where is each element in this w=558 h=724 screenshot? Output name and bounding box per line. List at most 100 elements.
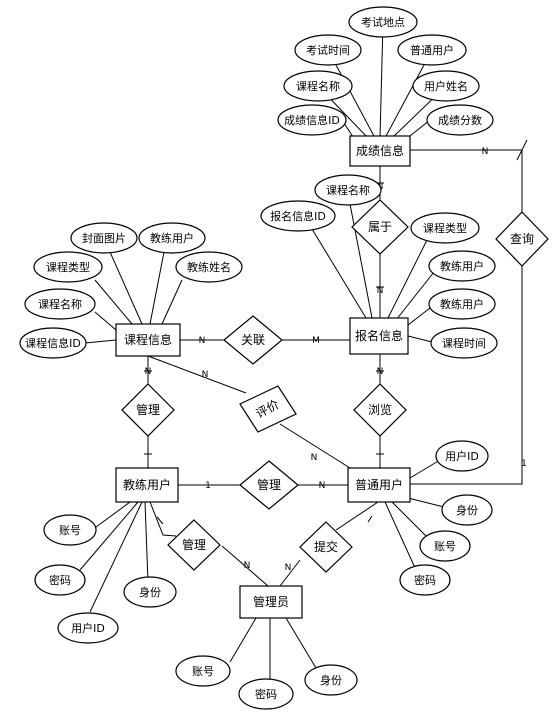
edge-admin-attr [285,617,317,669]
entity-course-label: 课程信息 [124,332,172,347]
edge-signup-attr [349,203,373,319]
attr-score-user-name: 用户姓名 [412,70,480,102]
attr-signup-id: 报名信息ID [260,200,336,232]
attr-label: 报名信息ID [270,209,326,223]
entity-admin-label: 管理员 [253,594,289,609]
entity-admin[interactable]: 管理员 [239,585,303,619]
attr-score-course-name: 课程名称 [283,70,353,102]
attr-score-exam-location: 考试地点 [348,6,418,38]
attr-score-id: 成绩信息ID [277,104,347,136]
attr-label: 普通用户 [410,43,454,57]
cardinality-n: N [377,367,384,377]
relationship-belong[interactable]: 属于 [351,199,409,255]
tick-mark [156,516,164,525]
attr-label: 课程类型 [46,260,90,274]
relationship-manage-course[interactable]: 管理 [121,383,175,437]
cardinality-n: N [199,336,206,346]
edge-course-attr [109,251,143,325]
relationship-submit[interactable]: 提交 [299,521,353,573]
relationship-manage-course-label: 管理 [136,402,160,417]
relationship-query-label: 查询 [510,232,534,246]
relationship-submit-label: 提交 [314,539,338,554]
attr-course-coach: 教练用户 [138,222,206,254]
entity-coach[interactable]: 教练用户 [115,467,179,503]
edge-course-attr [161,279,183,325]
attr-signup-course-type: 课程类型 [410,212,480,244]
attr-course-type: 课程类型 [33,251,103,283]
attr-label: 课程名称 [326,183,370,197]
attr-label: 账号 [434,540,456,553]
attr-signup-time: 课程时间 [430,327,498,359]
cardinality-one: 1 [521,459,527,469]
edge-course-attr [149,251,165,325]
edge-admin-attr [229,617,257,663]
cardinality-ticks [144,139,528,525]
edge-query-user [410,266,523,485]
attr-user-password: 密码 [399,564,451,596]
relationship-review[interactable]: 评价 [239,385,297,433]
attr-label: 密码 [414,573,436,587]
attr-course-name: 课程名称 [24,288,96,320]
relationship-browse-label: 浏览 [368,402,392,417]
attr-label: 课程时间 [442,337,486,350]
edge-user-attr [409,459,441,479]
edge-signup-attr [407,307,431,326]
attr-score-user: 普通用户 [397,34,467,66]
edge-course-attr [84,339,117,344]
cardinality-n: N [319,481,326,491]
attr-label: 账号 [59,524,81,537]
attr-label: 身份 [456,503,478,517]
relationship-manage-user-label: 管理 [257,477,281,492]
attr-label: 教练用户 [150,231,194,245]
edge-course-review [147,355,247,394]
attr-label: 密码 [49,573,71,587]
entity-coach-label: 教练用户 [123,477,171,492]
attr-label: 教练用户 [440,259,484,273]
edge-manageadmin-admin [221,545,269,587]
attr-coach-id: 用户ID [57,612,119,644]
attr-label: 教练姓名 [187,260,231,274]
relationship-manage-admin-label: 管理 [182,537,206,552]
attr-label: 课程信息ID [25,336,81,350]
attr-coach-role: 身份 [123,576,177,608]
attr-score-value: 成绩分数 [426,104,494,136]
cardinality-n: N [202,370,209,380]
attr-label: 课程类型 [423,221,467,235]
relationship-browse[interactable]: 浏览 [353,383,407,437]
edge-course-attr [94,311,117,331]
attr-coach-password: 密码 [34,564,86,596]
edge-signup-attr [407,335,433,343]
attr-course-id: 课程信息ID [19,327,87,359]
attr-label: 封面图片 [82,231,126,245]
attr-label: 考试地点 [361,16,405,29]
relationship-query[interactable]: 查询 [495,211,549,267]
edge-signup-attr [387,237,429,319]
cardinality-n: N [244,561,251,571]
attr-label: 密码 [255,687,277,701]
cardinality-m: M [312,336,320,346]
entity-signup[interactable]: 报名信息 [349,317,409,355]
relationship-belong-label: 属于 [368,220,392,234]
relationship-manage-user[interactable]: 管理 [239,460,299,510]
entity-course[interactable]: 课程信息 [115,323,181,357]
entity-score[interactable]: 成绩信息 [349,135,411,167]
edge-course-attr [94,279,133,325]
attr-admin-role: 身份 [304,664,358,696]
tick-mark [516,139,528,161]
relationship-manage-admin[interactable]: 管理 [167,519,221,571]
edge-coach-attr [89,501,143,613]
edge-submit-admin [279,559,301,587]
entity-user[interactable]: 普通用户 [347,467,411,503]
edge-signup-attr [395,271,435,321]
relationship-link[interactable]: 关联 [223,315,283,365]
attr-label: 课程名称 [296,79,340,93]
attr-signup-coach-2: 教练用户 [428,288,496,320]
attr-label: 身份 [139,585,161,599]
attr-course-coach-name: 教练姓名 [175,251,243,283]
cardinality-one: 1 [205,481,211,491]
attr-coach-account: 账号 [43,514,97,546]
attr-label: 成绩信息ID [284,113,340,127]
edge-score-attr [379,21,384,139]
cardinality-n: N [285,563,292,573]
edge-signup-attr [311,228,367,319]
